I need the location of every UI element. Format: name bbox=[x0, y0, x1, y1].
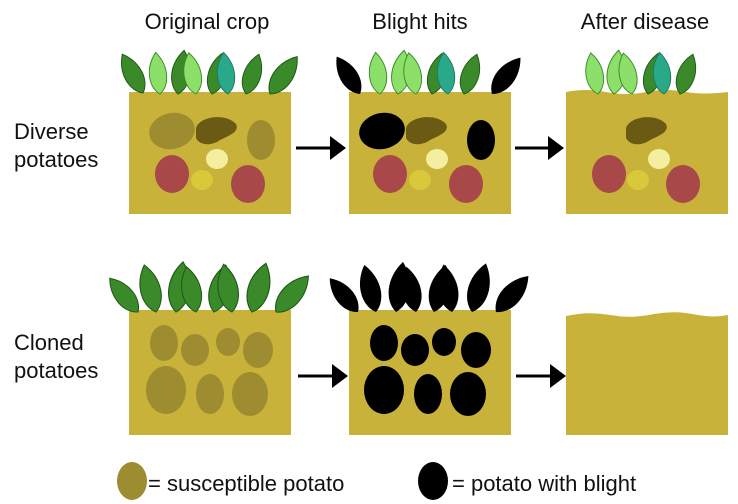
potato-blighted bbox=[364, 366, 404, 414]
potato-susceptible bbox=[243, 332, 273, 368]
leaf bbox=[355, 263, 386, 315]
potato-blighted bbox=[450, 372, 486, 416]
leaf bbox=[135, 263, 166, 315]
leaf bbox=[269, 269, 316, 318]
potato-resistant bbox=[231, 165, 265, 203]
leaf bbox=[329, 52, 368, 99]
potato-susceptible bbox=[150, 325, 178, 361]
plant-row bbox=[582, 49, 701, 96]
potato-susceptible bbox=[181, 334, 209, 366]
potato-blighted bbox=[401, 334, 429, 366]
leaf bbox=[672, 52, 701, 97]
leaf bbox=[367, 52, 388, 95]
potato-blighted bbox=[461, 332, 491, 368]
soil-block bbox=[566, 312, 728, 435]
leaf bbox=[456, 52, 485, 97]
potato-susceptible bbox=[216, 328, 240, 356]
legend-susceptible-swatch bbox=[117, 462, 147, 500]
leaf bbox=[582, 51, 606, 95]
arrow-cloned-1 bbox=[298, 364, 348, 388]
potato-resistant bbox=[373, 155, 407, 193]
leaf bbox=[147, 52, 168, 95]
arrow-cloned-2 bbox=[516, 364, 566, 388]
leaf bbox=[238, 52, 267, 97]
leaf bbox=[114, 50, 151, 97]
potato-resistant bbox=[426, 149, 448, 169]
potato-blighted bbox=[370, 325, 398, 361]
potato-resistant bbox=[666, 165, 700, 203]
leaf bbox=[103, 272, 145, 317]
potato-susceptible bbox=[146, 366, 186, 414]
cloned-original-crop bbox=[103, 260, 316, 435]
arrow-diverse-1 bbox=[296, 136, 346, 160]
potato-resistant bbox=[449, 165, 483, 203]
soil-block bbox=[566, 90, 728, 214]
leaf bbox=[462, 261, 496, 315]
potato-blighted bbox=[467, 120, 495, 160]
potato-resistant bbox=[648, 149, 670, 169]
potato-blighted bbox=[414, 374, 442, 414]
legend-blight-swatch bbox=[418, 462, 448, 500]
potato-resistant bbox=[191, 170, 213, 190]
potato-susceptible bbox=[232, 372, 268, 416]
potato-resistant bbox=[627, 170, 649, 190]
plant-row bbox=[103, 260, 316, 318]
cloned-after-disease bbox=[566, 312, 728, 435]
potato-resistant bbox=[409, 170, 431, 190]
plant-row bbox=[323, 260, 536, 318]
diverse-blight-hits bbox=[329, 49, 528, 214]
potato-resistant bbox=[592, 155, 626, 193]
arrow-diverse-2 bbox=[515, 136, 564, 160]
potato-susceptible bbox=[196, 374, 224, 414]
potato-resistant bbox=[206, 149, 228, 169]
potato-susceptible bbox=[247, 120, 275, 160]
leaf bbox=[242, 261, 276, 315]
potato-blighted bbox=[432, 328, 456, 356]
potato-resistant bbox=[155, 155, 189, 193]
cloned-blight-hits bbox=[323, 260, 536, 435]
diverse-after-disease bbox=[566, 49, 728, 214]
diverse-original-crop bbox=[114, 49, 304, 214]
